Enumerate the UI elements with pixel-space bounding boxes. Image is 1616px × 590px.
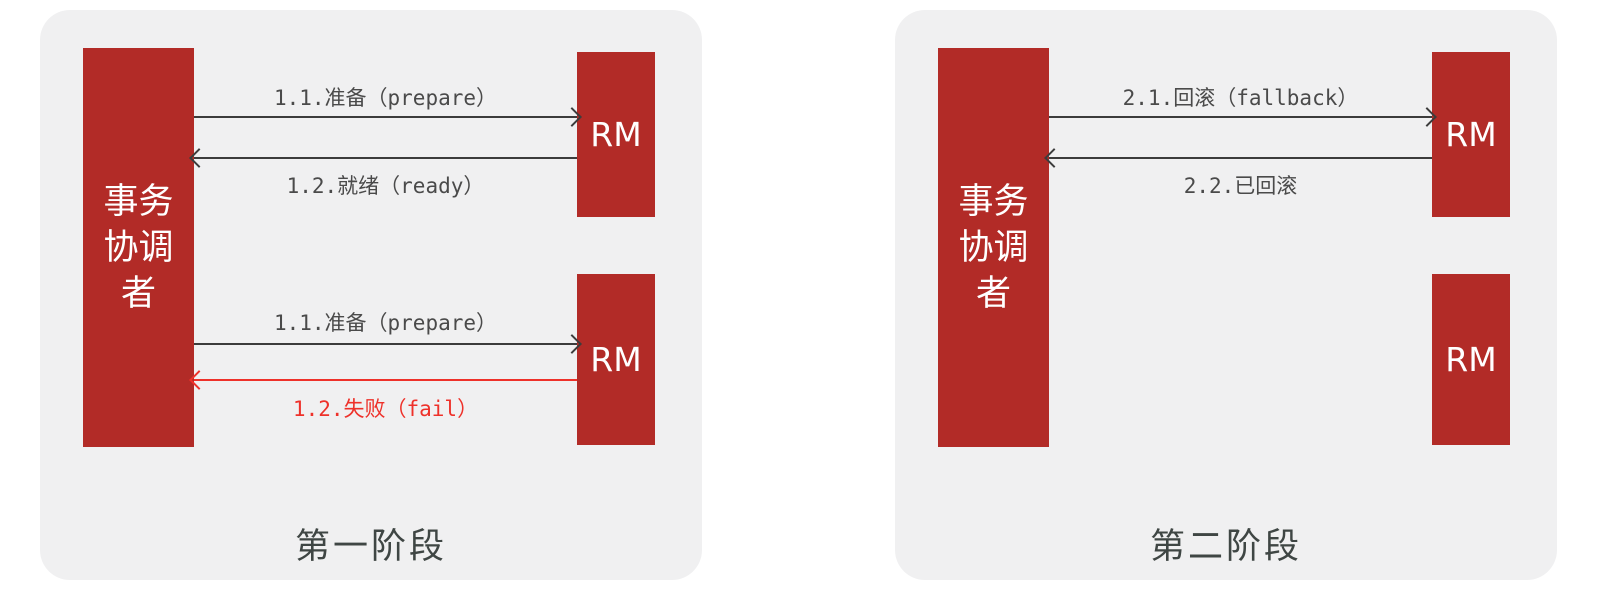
phase-caption: 第一阶段 <box>294 527 447 567</box>
message-label-rollback: 2.1.回滚（fallback） <box>1122 86 1359 110</box>
coordinator-label-line: 事务 <box>103 181 174 222</box>
arrow-rolled-back-icon <box>1049 157 1432 159</box>
message-label-ready: 1.2.就绪（ready） <box>286 174 485 198</box>
arrow-prepare-icon <box>194 116 577 118</box>
phase-caption: 第二阶段 <box>1149 527 1302 567</box>
panel-phase-2: 事务 协调 者 RM RM 2.1.回滚（fallback） 2.2.已回滚 第… <box>895 10 1557 580</box>
arrow-fail-icon <box>194 379 577 381</box>
rm-label: RM <box>590 115 642 154</box>
message-label-prepare-2: 1.1.准备（prepare） <box>273 311 498 335</box>
arrow-rollback-icon <box>1049 116 1432 118</box>
coordinator-label-line: 者 <box>975 273 1011 314</box>
rm-box-3: RM <box>1432 52 1510 217</box>
coordinator-label-line: 事务 <box>958 181 1029 222</box>
coordinator-label-line: 协调 <box>958 227 1029 268</box>
rm-label: RM <box>1445 340 1497 379</box>
coordinator-box: 事务 协调 者 <box>938 48 1049 447</box>
rm-box-2: RM <box>577 274 655 445</box>
coordinator-box: 事务 协调 者 <box>83 48 194 447</box>
message-label-prepare: 1.1.准备（prepare） <box>273 86 498 110</box>
rm-label: RM <box>590 340 642 379</box>
arrow-prepare-2-icon <box>194 343 577 345</box>
message-label-fail: 1.2.失败（fail） <box>292 397 479 421</box>
rm-box-4: RM <box>1432 274 1510 445</box>
rm-box-1: RM <box>577 52 655 217</box>
panel-phase-1: 事务 协调 者 RM RM 1.1.准备（prepare） 1.2.就绪（rea… <box>40 10 702 580</box>
coordinator-label-line: 协调 <box>103 227 174 268</box>
coordinator-label-line: 者 <box>120 273 156 314</box>
rm-label: RM <box>1445 115 1497 154</box>
message-label-rolled-back: 2.2.已回滚 <box>1183 174 1298 198</box>
arrow-ready-icon <box>194 157 577 159</box>
